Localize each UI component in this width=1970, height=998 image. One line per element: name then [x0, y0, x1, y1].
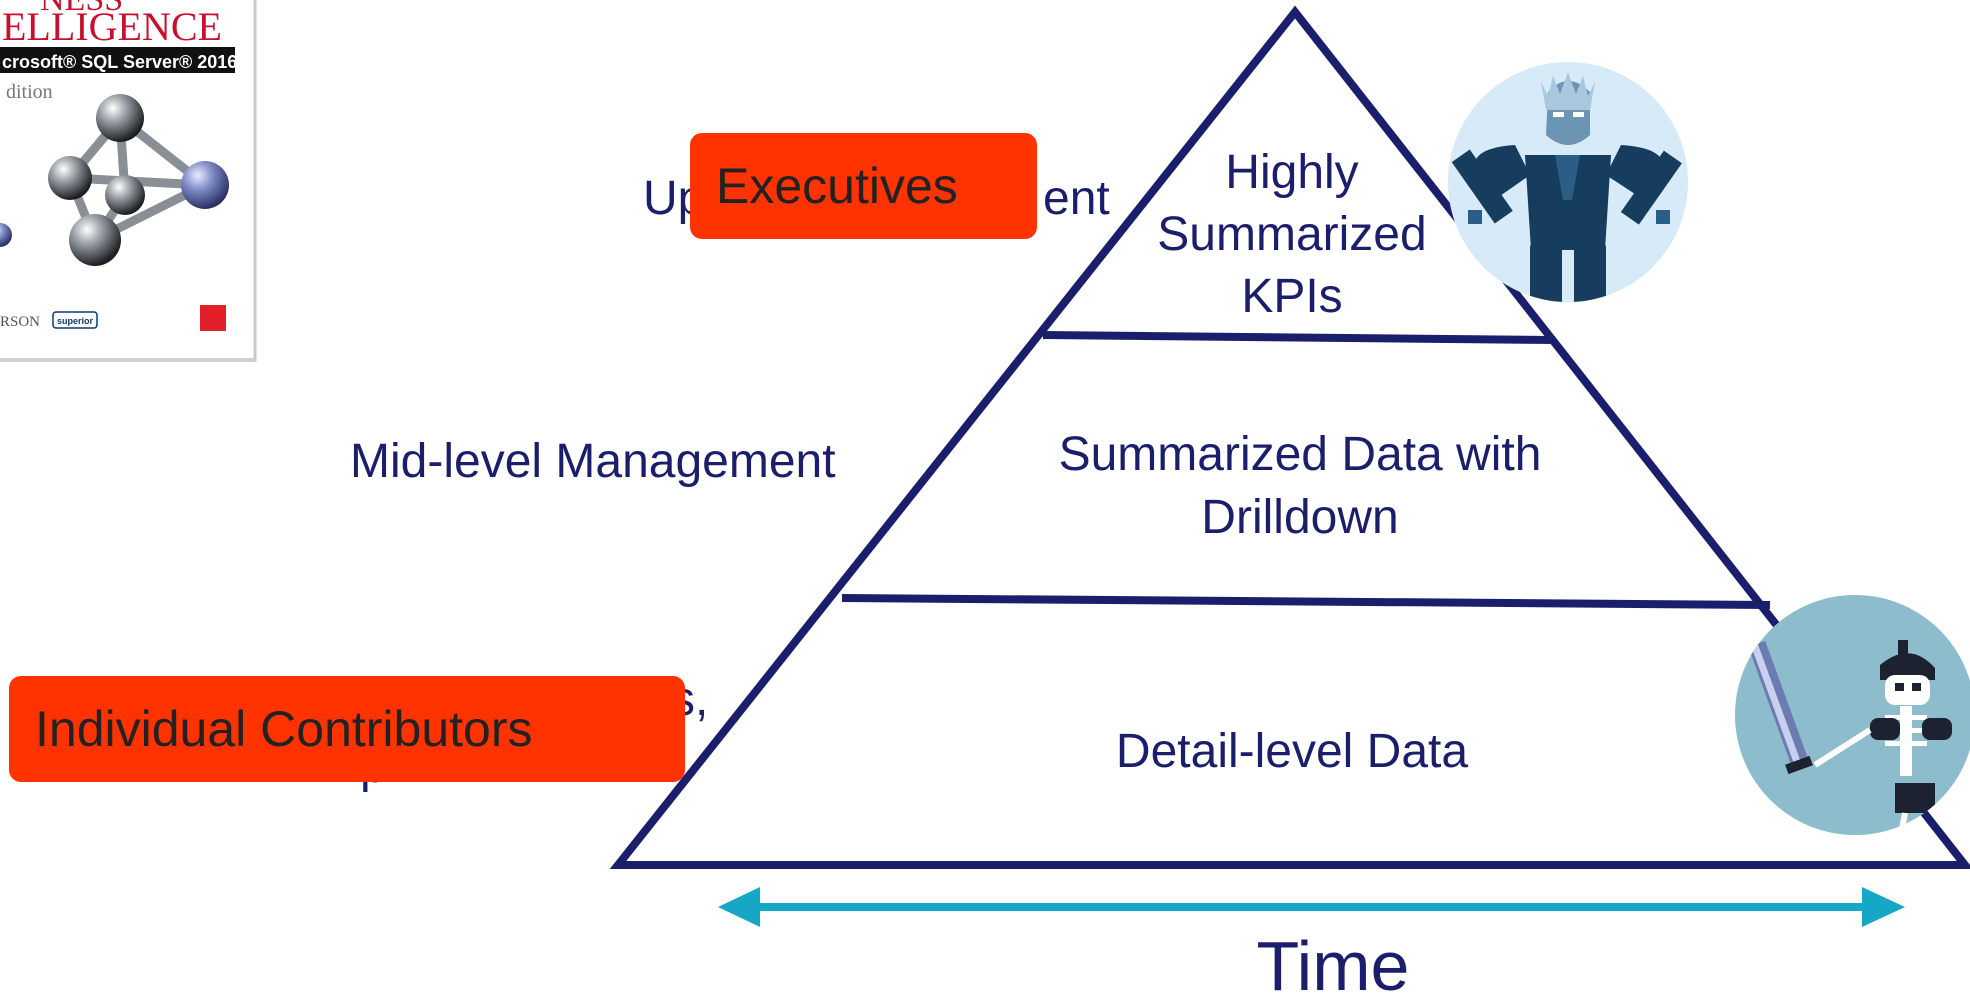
mcgraw-hill-logo-icon — [200, 305, 226, 331]
publisher-logo-icon: superior — [52, 311, 98, 329]
book-cover: NESS ELLIGENCE crosoft® SQL Server® 2016… — [0, 0, 257, 362]
side-label-mid: Mid-level Management — [350, 435, 836, 488]
executives-badge: Executives — [690, 133, 1037, 239]
individual-contributors-badge-label: Individual Contributors — [35, 701, 533, 757]
pyramid — [609, 5, 1970, 869]
book-title-line-1: NESS — [40, 0, 123, 18]
time-axis-label: Time — [1257, 927, 1410, 998]
pyramid-outline — [609, 5, 1970, 869]
executives-badge-label: Executives — [716, 158, 958, 214]
time-axis-arrow — [718, 887, 1905, 927]
pyramid-divider-bottom — [841, 594, 1771, 609]
tier-mid-line-2: Drilldown — [1201, 491, 1398, 544]
molecule-icon — [0, 94, 229, 266]
book-title-line-2: ELLIGENCE — [2, 4, 222, 49]
publisher-logo-text: superior — [57, 316, 94, 326]
individual-contributors-badge: Individual Contributors — [9, 676, 685, 782]
tier-top-line-2: Summarized — [1157, 208, 1426, 261]
book-edition: dition — [6, 81, 53, 103]
book-author: RSON — [0, 314, 40, 330]
tier-top-line-1: Highly — [1225, 146, 1358, 199]
tier-top-line-3: KPIs — [1241, 270, 1342, 323]
pyramid-divider-top — [1042, 331, 1556, 344]
tier-bottom-line-1: Detail-level Data — [1116, 725, 1468, 778]
white-walker-avatar-icon — [1448, 62, 1688, 302]
skeleton-warrior-avatar-icon — [1735, 595, 1970, 835]
side-label-upper-suffix: ent — [1043, 172, 1110, 225]
tier-mid-line-1: Summarized Data with — [1059, 428, 1542, 481]
book-subtitle: crosoft® SQL Server® 2016 — [2, 52, 237, 72]
